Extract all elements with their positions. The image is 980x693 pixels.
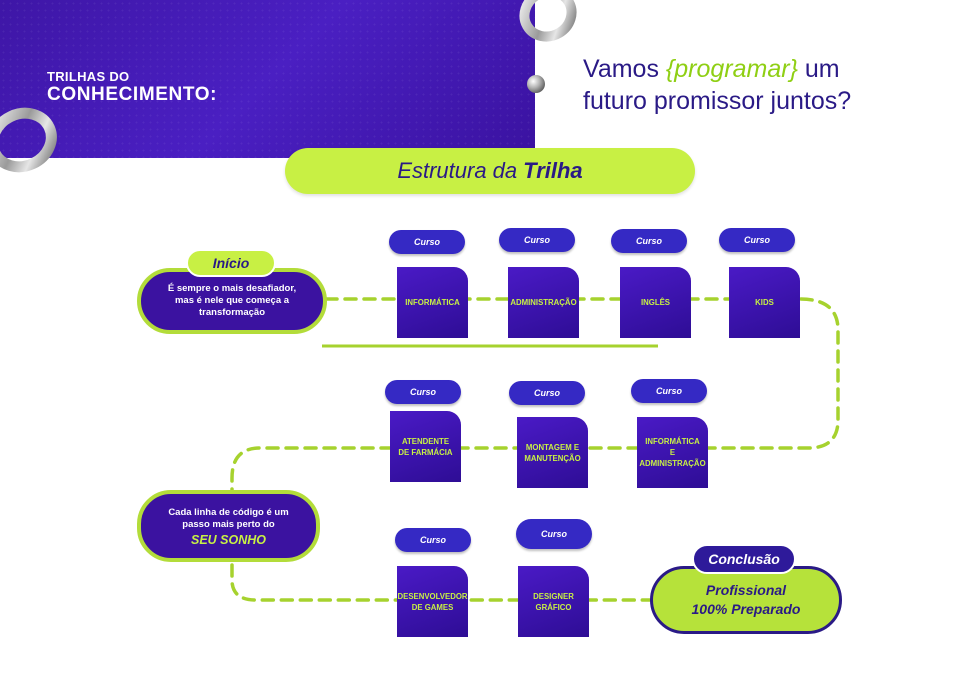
course-name-1: MONTAGEM E	[525, 442, 580, 452]
tagline-before: Vamos	[583, 55, 666, 83]
course-name-2: GRÁFICO	[535, 602, 572, 612]
header-title: CONHECIMENTO:	[47, 84, 218, 105]
course-name-1: DESIGNER	[533, 591, 574, 601]
course-tag: Curso	[516, 519, 592, 549]
course-name-2: DE FARMÁCIA	[398, 447, 453, 457]
course-tag: Curso	[395, 528, 471, 552]
course-card-informatica-administracao[interactable]: INFORMÁTICA E ADMINISTRAÇÃO	[637, 417, 708, 488]
conclusion-line1: Profissional	[705, 582, 787, 598]
course-name-1: ATENDENTE	[401, 436, 450, 446]
start-text-2: mas é nele que começa a	[174, 295, 290, 306]
course-name: INGLÊS	[640, 298, 671, 307]
section-title-bold: Trilha	[523, 158, 583, 183]
tagline-line2: futuro promissor juntos?	[583, 87, 852, 115]
tagline-after: um	[797, 55, 840, 83]
course-tag: Curso	[499, 228, 575, 252]
header-banner	[0, 0, 535, 158]
course-name-1: INFORMÁTICA	[645, 437, 700, 446]
header-subtitle: TRILHAS DO	[47, 69, 130, 84]
conclusion-card: Profissional 100% Preparado	[650, 566, 842, 634]
course-name: INFORMÁTICA	[405, 298, 460, 307]
course-name-2: E	[669, 448, 676, 457]
course-tag: Curso	[719, 228, 795, 252]
connector-row3	[230, 563, 652, 602]
motivation-text-2: passo mais perto do	[182, 518, 275, 530]
tagline-highlight: {programar}	[665, 55, 798, 83]
course-card-informatica[interactable]: INFORMÁTICA	[397, 267, 468, 338]
course-card-ingles[interactable]: INGLÊS	[620, 267, 691, 338]
course-name-1: DESENVOLVEDOR	[397, 591, 468, 601]
motivation-card: Cada linha de código é um passo mais per…	[137, 490, 320, 562]
course-card-administracao[interactable]: ADMINISTRAÇÃO	[508, 267, 579, 338]
connector-row1	[230, 297, 840, 502]
start-text-1: É sempre o mais desafiador,	[167, 283, 297, 294]
motivation-text-1: Cada linha de código é um	[168, 506, 289, 518]
course-name-2: DE GAMES	[411, 602, 454, 612]
ring-left-icon	[0, 107, 57, 173]
course-name-3: ADMINISTRAÇÃO	[639, 459, 706, 468]
course-tag: Curso	[385, 380, 461, 404]
course-name: KIDS	[755, 298, 774, 307]
course-tag: Curso	[389, 230, 465, 254]
course-tag: Curso	[611, 229, 687, 253]
course-name: ADMINISTRAÇÃO	[510, 298, 577, 307]
tagline: Vamos {programar} um futuro promissor ju…	[583, 53, 973, 117]
course-tag: Curso	[631, 379, 707, 403]
conclusion-line2: 100% Preparado	[691, 601, 801, 617]
sphere-icon	[527, 75, 545, 93]
conclusion-tag: Conclusão	[692, 544, 796, 574]
start-tag: Início	[186, 249, 276, 277]
motivation-highlight: SEU SONHO	[190, 532, 266, 547]
section-title-regular: Estrutura da	[397, 158, 518, 183]
course-card-kids[interactable]: KIDS	[729, 267, 800, 338]
course-tag: Curso	[509, 381, 585, 405]
start-text-3: transformação	[199, 307, 265, 318]
course-name-2: MANUTENÇÃO	[524, 453, 581, 463]
start-card: É sempre o mais desafiador, mas é nele q…	[137, 268, 327, 334]
